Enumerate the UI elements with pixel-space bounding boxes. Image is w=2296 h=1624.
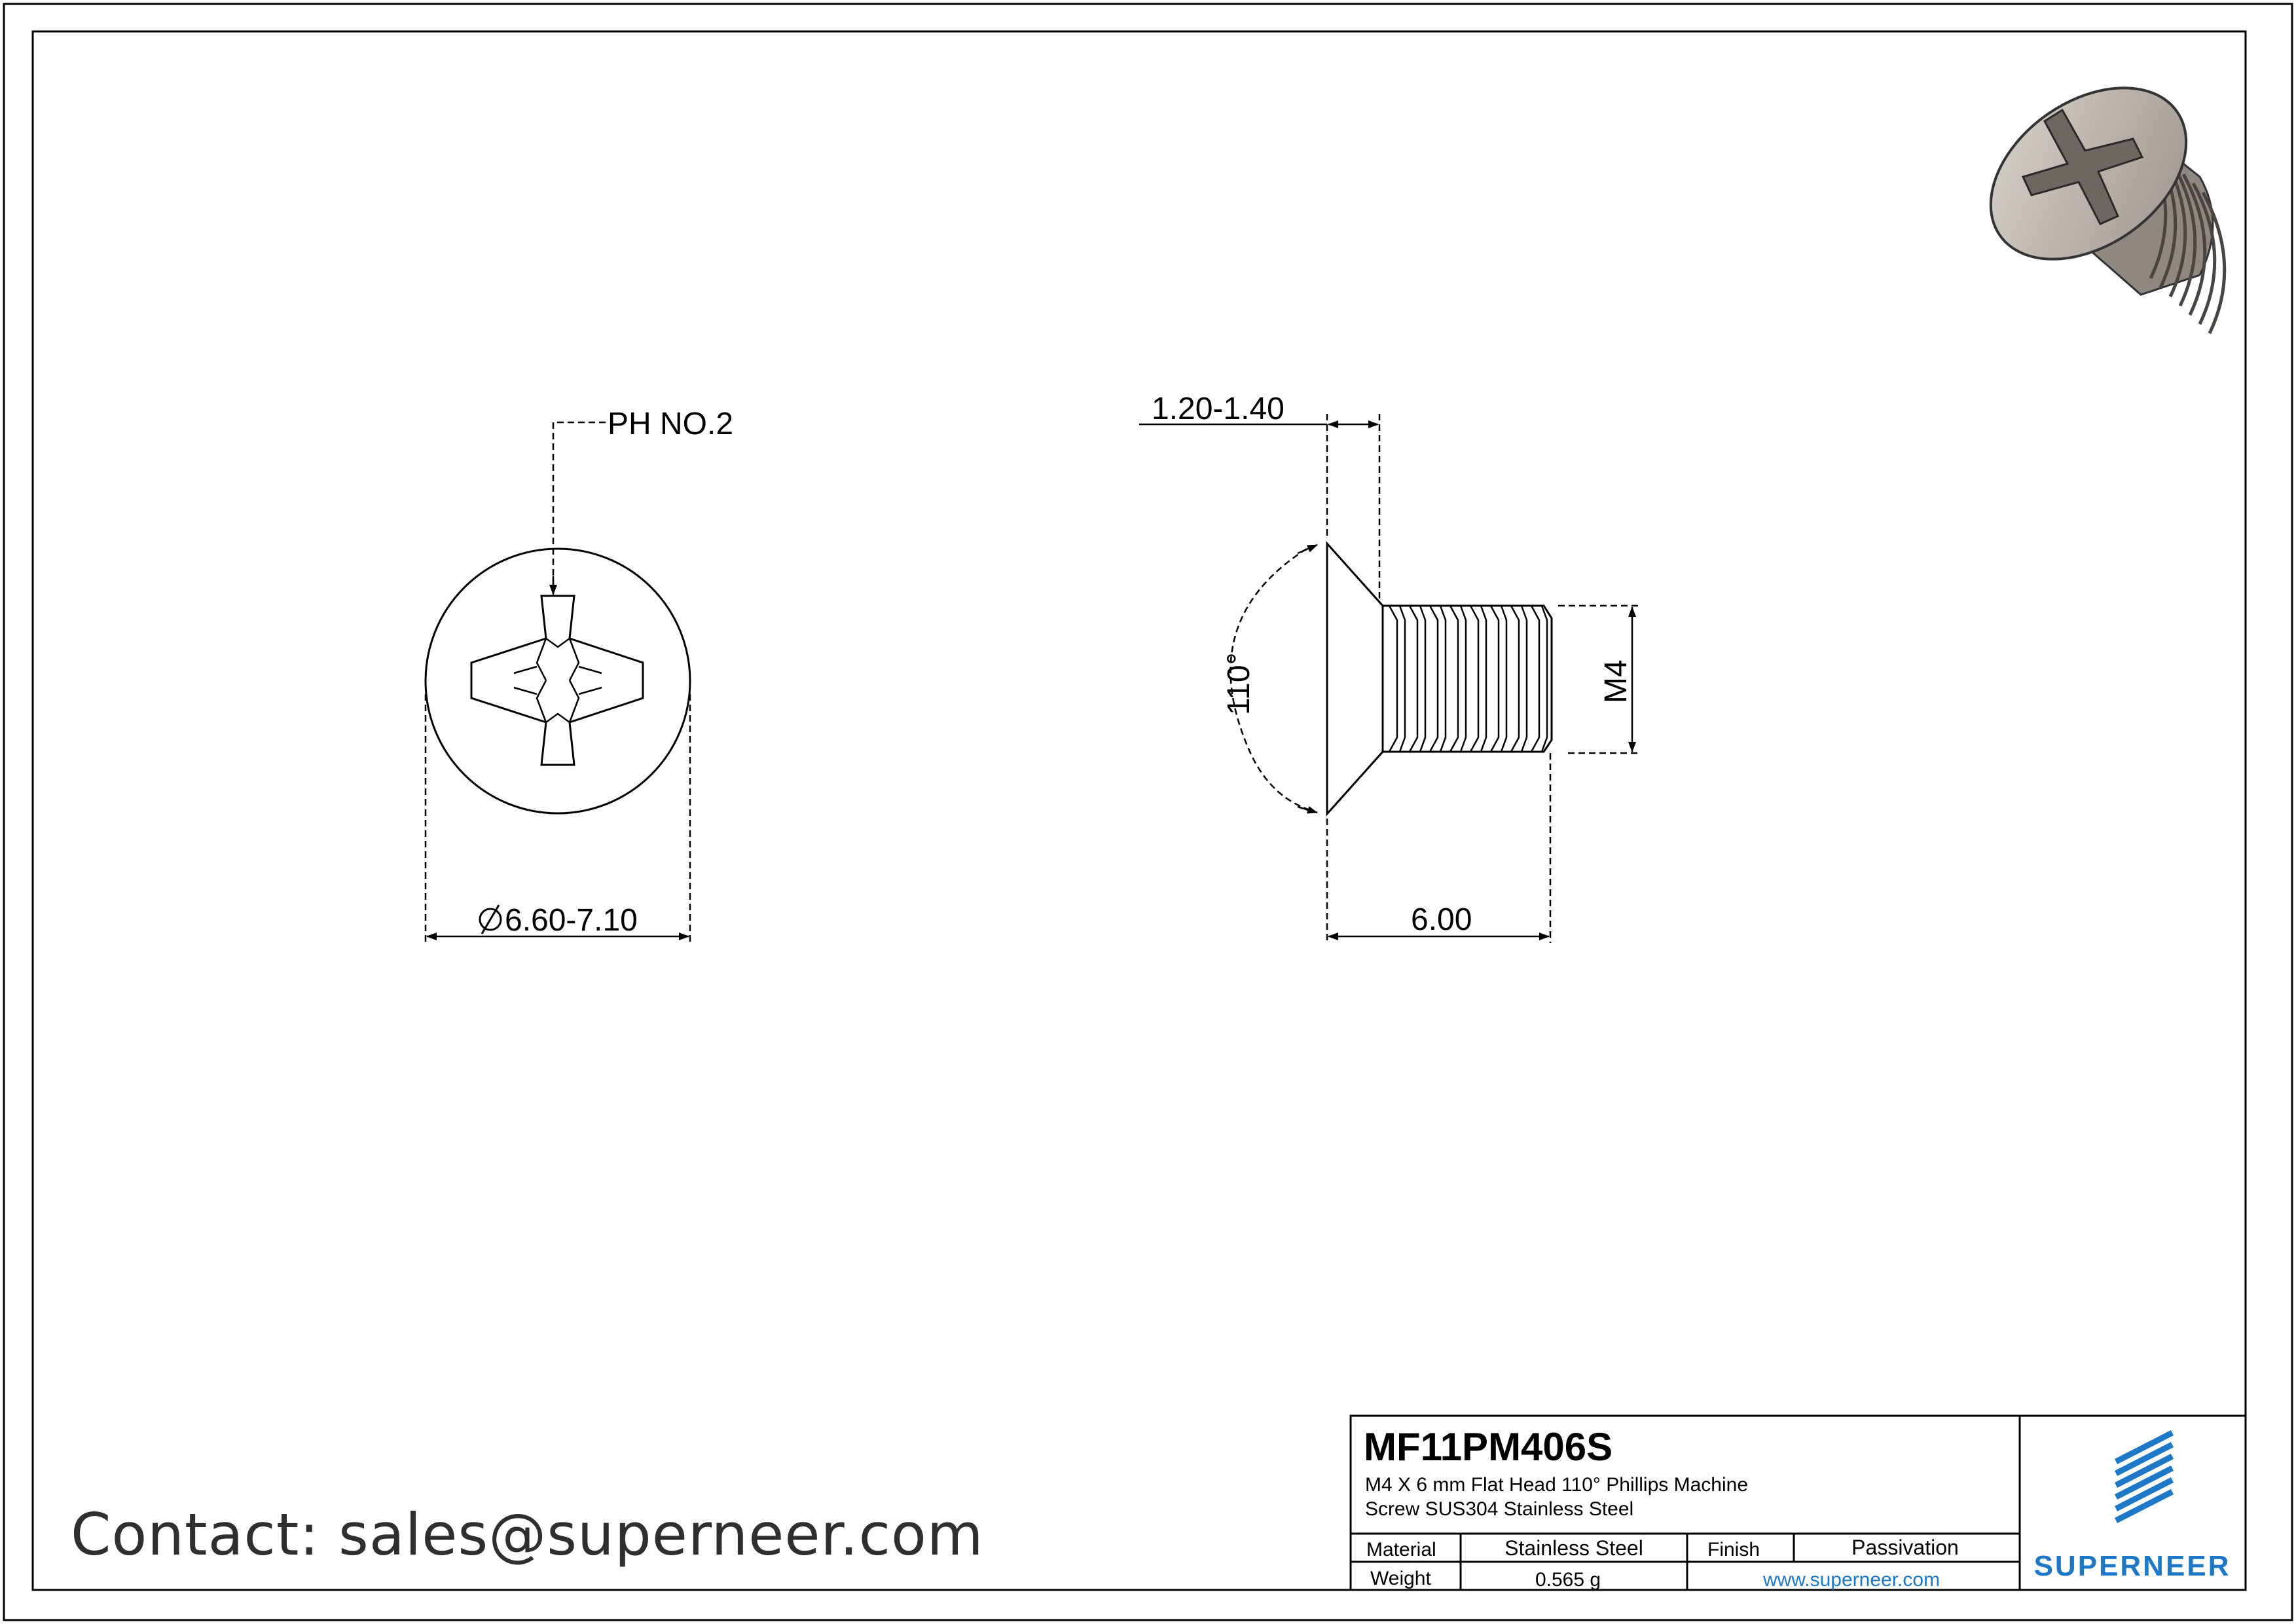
countersink-angle-arc — [1230, 547, 1309, 811]
thread-root — [1540, 605, 1548, 752]
finish-label: Finish — [1707, 1539, 1760, 1560]
title-block — [1349, 1414, 2247, 1591]
superneer-logo-icon — [2114, 1430, 2174, 1524]
screw-3d-render — [1989, 86, 2227, 335]
length-extension-lines — [1326, 753, 1552, 943]
length-label: 6.00 — [1411, 902, 1472, 937]
thread-crest — [1489, 605, 1500, 752]
head-height-extension-lines — [1326, 414, 1381, 602]
thread-crest — [1449, 605, 1459, 752]
inner-border — [31, 30, 2247, 1591]
finish-value: Passivation — [1851, 1536, 1959, 1559]
weight-label: Weight — [1370, 1568, 1431, 1589]
phillips-leader — [552, 421, 606, 586]
head-diameter-label: 6.60-7.10 — [505, 903, 638, 938]
thread-root — [1500, 605, 1508, 752]
thread-crest — [1510, 605, 1520, 752]
iso-thread-ring — [2191, 182, 2217, 325]
thread-crest — [1469, 605, 1480, 752]
head-height-label: 1.20-1.40 — [1152, 392, 1285, 426]
diameter-symbol-icon — [479, 904, 502, 934]
screw-threads — [1388, 605, 1548, 752]
part-number: MF11PM406S — [1364, 1425, 1613, 1469]
thread-extension-lines — [1558, 604, 1640, 754]
outer-border — [3, 3, 2293, 1621]
head-top-view — [424, 547, 691, 815]
iso-thread-ring — [2172, 164, 2197, 307]
thread-root — [1398, 605, 1406, 752]
thread-root — [1459, 605, 1467, 752]
contact-email[interactable]: Contact: sales@superneer.com — [71, 1501, 984, 1568]
weight-value: 0.565 g — [1535, 1569, 1601, 1591]
thread-crest — [1429, 605, 1439, 752]
iso-thread-ring — [2201, 191, 2227, 335]
material-value: Stainless Steel — [1504, 1536, 1643, 1560]
thread-root — [1419, 605, 1427, 752]
countersink-angle-label: 110° — [1222, 652, 1256, 715]
thread-crest — [1408, 605, 1419, 752]
thread-root — [1439, 605, 1447, 752]
website-link[interactable]: www.superneer.com — [1762, 1569, 1940, 1591]
thread-root — [1480, 605, 1487, 752]
angle-arrow-bottom — [1297, 805, 1318, 814]
brand-name: SUPERNEER — [2034, 1550, 2231, 1582]
description-line-1: M4 X 6 mm Flat Head 110° Phillips Machin… — [1365, 1474, 1748, 1496]
thread-crest — [1388, 605, 1398, 752]
screw-side-view — [1326, 541, 1553, 817]
thread-size-label: M4 — [1599, 659, 1633, 703]
phillips-size-label: PH NO.2 — [608, 407, 733, 441]
description-line-2: Screw SUS304 Stainless Steel — [1365, 1498, 1633, 1520]
thread-root — [1520, 605, 1528, 752]
iso-thread-ring — [2181, 173, 2207, 316]
thread-crest — [1530, 605, 1540, 752]
angle-arrow-top — [1297, 544, 1318, 555]
material-label: Material — [1366, 1539, 1436, 1560]
